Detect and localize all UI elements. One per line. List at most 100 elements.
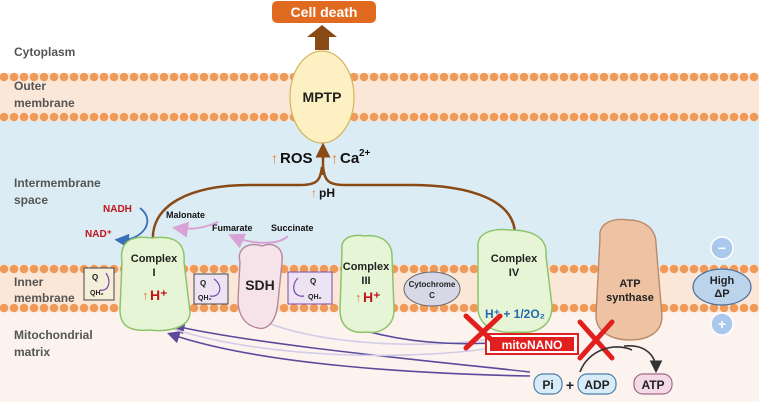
membrane-bead [209, 264, 219, 274]
membrane-bead [69, 112, 79, 122]
outer-membrane-label-1: Outer [14, 79, 46, 93]
membrane-bead [499, 112, 509, 122]
membrane-bead [109, 303, 119, 313]
membrane-bead [409, 264, 419, 274]
membrane-bead [539, 72, 549, 82]
membrane-bead [469, 72, 479, 82]
ca-charge: 2+ [359, 148, 371, 159]
membrane-bead [669, 303, 679, 313]
membrane-bead [259, 112, 269, 122]
membrane-bead [729, 72, 739, 82]
bracket-right [321, 166, 517, 236]
plus-sign-gradient: + [718, 316, 726, 332]
membrane-bead [99, 72, 109, 82]
atp-synthesis-arrow-in [579, 346, 633, 373]
complex-iii-h-plus: H⁺ [363, 289, 381, 305]
membrane-bead [239, 112, 249, 122]
membrane-bead [569, 72, 579, 82]
membrane-bead [199, 72, 209, 82]
membrane-bead [369, 112, 379, 122]
membrane-bead [29, 112, 39, 122]
membrane-bead [29, 264, 39, 274]
ca-up-arrow: ↑ [331, 150, 338, 166]
ph-up-arrow: ↑ [311, 186, 317, 200]
membrane-bead [449, 112, 459, 122]
intermembrane-label-1: Intermembrane [14, 176, 101, 190]
membrane-bead [639, 112, 649, 122]
block-x-atp-synthase [577, 319, 615, 361]
membrane-bead [379, 112, 389, 122]
membrane-bead [219, 264, 229, 274]
membrane-bead [549, 112, 559, 122]
membrane-bead [169, 72, 179, 82]
membrane-bead [589, 112, 599, 122]
membrane-bead [189, 264, 199, 274]
membrane-bead [199, 303, 209, 313]
membrane-bead [429, 72, 439, 82]
membrane-bead [459, 112, 469, 122]
membrane-bead [489, 112, 499, 122]
membrane-bead [209, 303, 219, 313]
minus-sign: − [718, 240, 726, 256]
membrane-bead [579, 112, 589, 122]
membrane-bead [39, 72, 49, 82]
membrane-bead [699, 72, 709, 82]
membrane-bead [559, 264, 569, 274]
membrane-bead [519, 112, 529, 122]
membrane-bead [129, 72, 139, 82]
membrane-bead [9, 72, 19, 82]
membrane-bead [319, 303, 329, 313]
membrane-bead [229, 72, 239, 82]
membrane-bead [399, 264, 409, 274]
high-dp-label-2: ΔP [714, 288, 729, 300]
sdh-complex [237, 243, 283, 330]
membrane-bead [0, 72, 9, 82]
plus-sign: + [566, 377, 574, 393]
mitonano-label: mitoNANO [502, 338, 563, 352]
membrane-bead [599, 72, 609, 82]
membrane-bead [39, 303, 49, 313]
membrane-bead [309, 264, 319, 274]
membrane-bead [559, 303, 569, 313]
nadh-oxidation-arrow [114, 207, 149, 249]
membrane-bead [689, 303, 699, 313]
membrane-bead [699, 264, 709, 274]
succinate-label: Succinate [271, 223, 314, 233]
cytochrome-c-label-1: Cytochrome [409, 280, 456, 289]
membrane-bead [49, 112, 59, 122]
membrane-bead [449, 264, 459, 274]
cell-death-arrow [307, 25, 337, 50]
membrane-bead [539, 112, 549, 122]
membrane-bead [9, 112, 19, 122]
cytochrome-c [403, 271, 461, 307]
membrane-bead [89, 112, 99, 122]
membrane-bead [419, 72, 429, 82]
membrane-bead [439, 303, 449, 313]
membrane-bead [409, 303, 419, 313]
membrane-bead [189, 112, 199, 122]
membrane-bead [239, 72, 249, 82]
membrane-bead [139, 112, 149, 122]
membrane-bead [459, 264, 469, 274]
membrane-bead [479, 72, 489, 82]
membrane-bead [279, 72, 289, 82]
q-pool-2-cycle-icon [209, 278, 221, 297]
membrane-bead [529, 112, 539, 122]
membrane-bead [699, 112, 709, 122]
membrane-bead [329, 303, 339, 313]
complex-iv-label-2: IV [509, 267, 520, 279]
matrix-label-2: matrix [14, 345, 50, 359]
membrane-bead [359, 112, 369, 122]
q-pool-box-2 [193, 273, 229, 305]
membrane-bead [439, 112, 449, 122]
membrane-bead [279, 303, 289, 313]
ca-label: Ca [340, 150, 360, 167]
membrane-bead [159, 72, 169, 82]
q-pool-1-q: Q [92, 273, 98, 282]
atp-synthase-label-2: synthase [606, 292, 654, 304]
atp-synthase [595, 218, 663, 341]
outer-membrane-label-2: membrane [14, 96, 75, 110]
fumarate-label: Fumarate [212, 223, 253, 233]
membrane-bead [749, 303, 759, 313]
